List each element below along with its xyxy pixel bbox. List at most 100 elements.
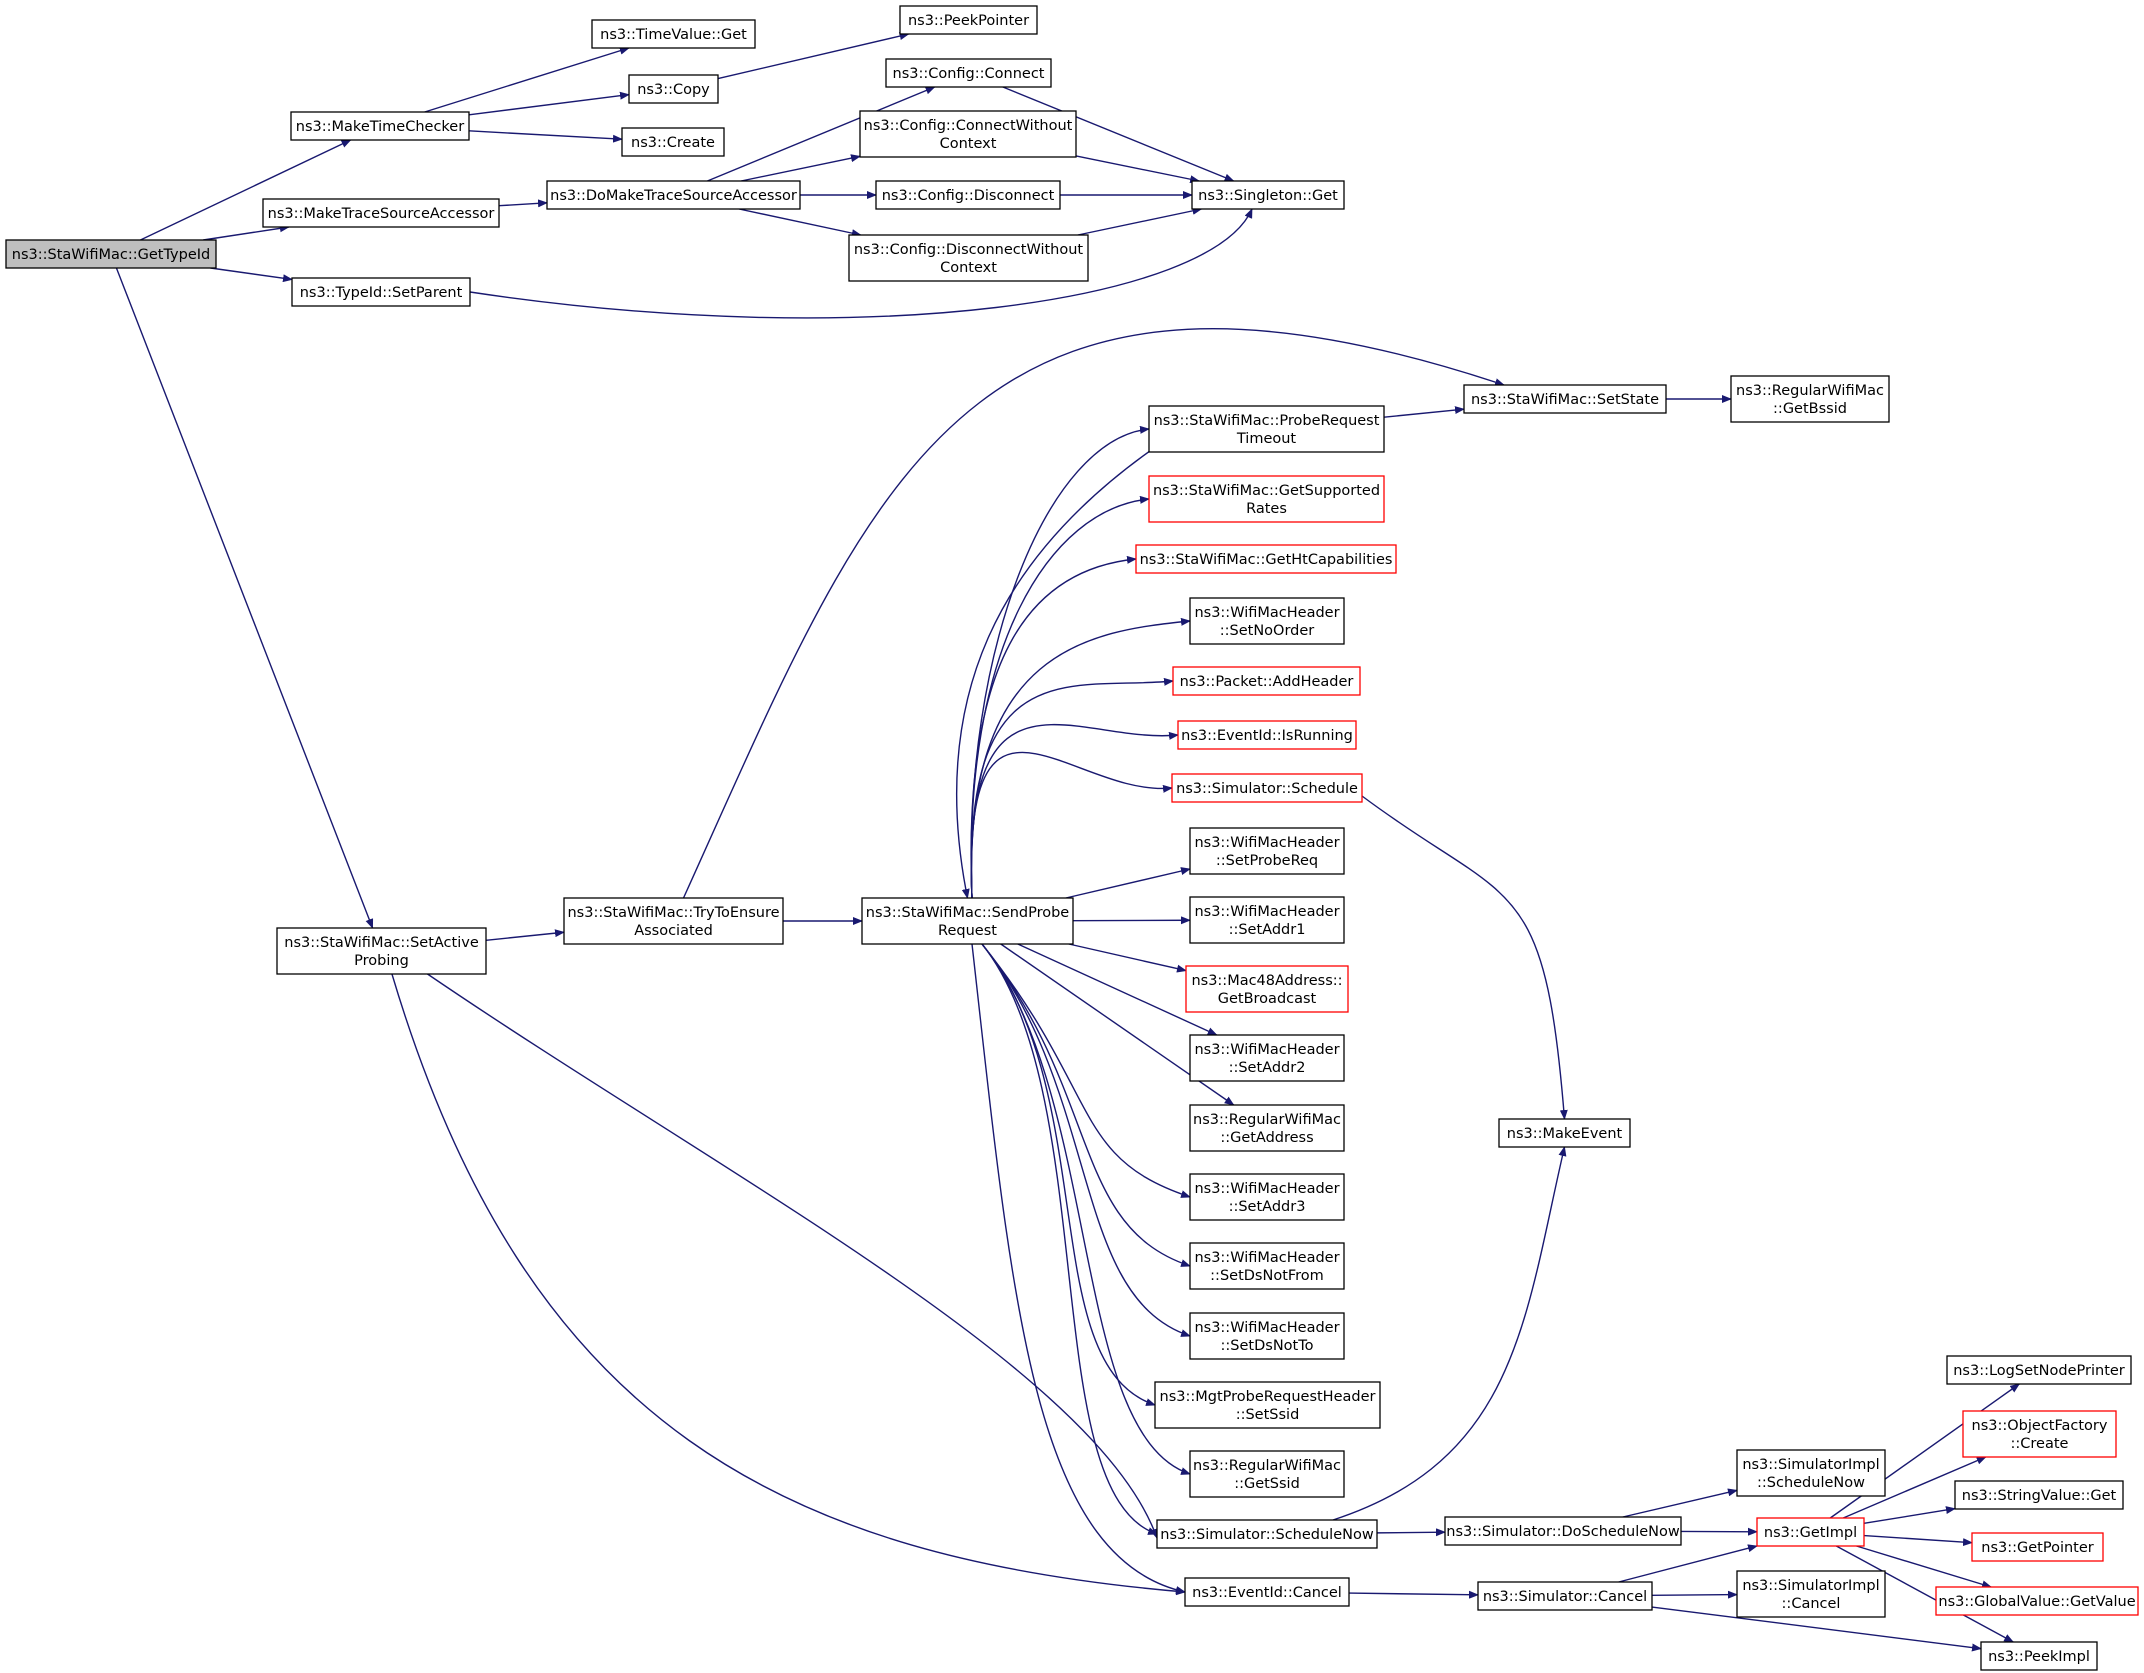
node-peekimpl[interactable]: ns3::PeekImpl bbox=[1980, 1641, 2098, 1671]
node-setdsnotfrom[interactable]: ns3::WifiMacHeader::SetDsNotFrom bbox=[1189, 1242, 1345, 1290]
node-getpointer[interactable]: ns3::GetPointer bbox=[1971, 1532, 2104, 1562]
node-box bbox=[1954, 1480, 2124, 1510]
node-label: ns3::StaWifiMac::SetState bbox=[1471, 392, 1659, 408]
node-peekpointer[interactable]: ns3::PeekPointer bbox=[899, 5, 1038, 35]
node-copy[interactable]: ns3::Copy bbox=[628, 74, 719, 104]
edge-gettypeid-to-maketracesourceaccessor bbox=[203, 224, 290, 241]
node-create[interactable]: ns3::Create bbox=[621, 127, 725, 157]
node-box bbox=[875, 180, 1061, 210]
node-setssid[interactable]: ns3::MgtProbeRequestHeader::SetSsid bbox=[1154, 1381, 1381, 1429]
node-doschedulenow[interactable]: ns3::Simulator::DoScheduleNow bbox=[1444, 1516, 1682, 1546]
node-label: GetBroadcast bbox=[1218, 991, 1317, 1007]
node-label: ns3::GetImpl bbox=[1764, 1525, 1857, 1541]
node-getbroadcast[interactable]: ns3::Mac48Address::GetBroadcast bbox=[1185, 965, 1349, 1013]
edge-simulator-cancel-to-getimpl bbox=[1618, 1544, 1758, 1583]
node-label: ns3::Config::DisconnectWithout bbox=[854, 242, 1084, 258]
edge-typeid-setparent-to-singleton-get bbox=[469, 208, 1253, 319]
edge-sendproberequest-to-schedulenow bbox=[981, 943, 1158, 1535]
node-addheader[interactable]: ns3::Packet::AddHeader bbox=[1172, 666, 1361, 696]
node-singleton-get[interactable]: ns3::Singleton::Get bbox=[1191, 180, 1345, 210]
node-label: ns3::MakeTraceSourceAccessor bbox=[268, 206, 495, 222]
node-gethtcapabilities[interactable]: ns3::StaWifiMac::GetHtCapabilities bbox=[1135, 544, 1397, 574]
node-label: ns3::MgtProbeRequestHeader bbox=[1160, 1389, 1376, 1405]
node-setdsnotto[interactable]: ns3::WifiMacHeader::SetDsNotTo bbox=[1189, 1312, 1345, 1360]
node-label: ns3::WifiMacHeader bbox=[1194, 1250, 1339, 1266]
node-eventid-cancel[interactable]: ns3::EventId::Cancel bbox=[1184, 1577, 1350, 1607]
node-setstate[interactable]: ns3::StaWifiMac::SetState bbox=[1463, 384, 1667, 414]
node-label: ns3::MakeTimeChecker bbox=[296, 119, 464, 135]
node-box bbox=[1736, 1570, 1886, 1618]
edge-proberequesttimeout-to-setstate bbox=[1383, 406, 1465, 418]
node-box bbox=[546, 180, 801, 210]
edge-getimpl-to-objectfactory-create bbox=[1842, 1456, 1987, 1519]
node-maketracesourceaccessor[interactable]: ns3::MakeTraceSourceAccessor bbox=[262, 198, 500, 228]
node-box bbox=[1189, 896, 1345, 944]
node-globalvalue-getvalue[interactable]: ns3::GlobalValue::GetValue bbox=[1935, 1586, 2139, 1616]
node-getssid[interactable]: ns3::RegularWifiMac::GetSsid bbox=[1189, 1450, 1345, 1498]
node-domaketracesourceaccessor[interactable]: ns3::DoMakeTraceSourceAccessor bbox=[546, 180, 801, 210]
node-box bbox=[628, 74, 719, 104]
node-box bbox=[1189, 827, 1345, 875]
node-label: ns3::RegularWifiMac bbox=[1736, 383, 1884, 399]
node-config-disconnect[interactable]: ns3::Config::Disconnect bbox=[875, 180, 1061, 210]
node-label: ns3::DoMakeTraceSourceAccessor bbox=[550, 188, 797, 204]
node-getimpl[interactable]: ns3::GetImpl bbox=[1756, 1517, 1865, 1547]
node-stringvalue-get[interactable]: ns3::StringValue::Get bbox=[1954, 1480, 2124, 1510]
node-label: ns3::SimulatorImpl bbox=[1742, 1457, 1879, 1473]
node-objectfactory-create[interactable]: ns3::ObjectFactory::Create bbox=[1962, 1410, 2117, 1458]
edge-setactiveprobing-to-trytoensureassociated bbox=[485, 929, 565, 941]
node-setprobereq[interactable]: ns3::WifiMacHeader::SetProbeReq bbox=[1189, 827, 1345, 875]
node-setaddr2[interactable]: ns3::WifiMacHeader::SetAddr2 bbox=[1189, 1034, 1345, 1082]
node-label: ns3::Mac48Address:: bbox=[1191, 973, 1342, 989]
node-label: ns3::Simulator::Cancel bbox=[1483, 1589, 1647, 1605]
node-setaddr3[interactable]: ns3::WifiMacHeader::SetAddr3 bbox=[1189, 1173, 1345, 1221]
node-label: ::GetSsid bbox=[1234, 1476, 1300, 1492]
node-logsetnodeprinter[interactable]: ns3::LogSetNodePrinter bbox=[1946, 1355, 2132, 1385]
node-schedulenow[interactable]: ns3::Simulator::ScheduleNow bbox=[1156, 1519, 1378, 1549]
node-box bbox=[1730, 375, 1890, 423]
node-getbssid[interactable]: ns3::RegularWifiMac::GetBssid bbox=[1730, 375, 1890, 423]
node-timevalue-get[interactable]: ns3::TimeValue::Get bbox=[591, 19, 756, 49]
node-maketimechecker[interactable]: ns3::MakeTimeChecker bbox=[290, 111, 470, 141]
node-box bbox=[1191, 180, 1345, 210]
node-box bbox=[1444, 1516, 1682, 1546]
edge-sendproberequest-to-isrunning bbox=[970, 723, 1179, 899]
node-box bbox=[262, 198, 500, 228]
node-setnoorder[interactable]: ns3::WifiMacHeader::SetNoOrder bbox=[1189, 597, 1345, 645]
node-config-connect[interactable]: ns3::Config::Connect bbox=[885, 58, 1052, 88]
node-box bbox=[1189, 597, 1345, 645]
node-label: ::GetBssid bbox=[1773, 401, 1847, 417]
node-makeevent[interactable]: ns3::MakeEvent bbox=[1498, 1118, 1631, 1148]
node-box bbox=[1980, 1641, 2098, 1671]
node-box bbox=[1156, 1519, 1378, 1549]
node-simulator-schedule[interactable]: ns3::Simulator::Schedule bbox=[1171, 773, 1363, 803]
node-label: ::SetDsNotTo bbox=[1221, 1338, 1314, 1354]
node-label: Request bbox=[938, 923, 997, 939]
edge-copy-to-peekpointer bbox=[717, 32, 910, 80]
edge-maketimechecker-to-create bbox=[468, 130, 623, 143]
node-impl-schedulenow[interactable]: ns3::SimulatorImpl::ScheduleNow bbox=[1736, 1449, 1886, 1497]
edge-config-connectwithoutcontext-to-singleton-get bbox=[1075, 155, 1201, 184]
node-impl-cancel[interactable]: ns3::SimulatorImpl::Cancel bbox=[1736, 1570, 1886, 1618]
node-setaddr1[interactable]: ns3::WifiMacHeader::SetAddr1 bbox=[1189, 896, 1345, 944]
node-simulator-cancel[interactable]: ns3::Simulator::Cancel bbox=[1477, 1581, 1653, 1611]
node-typeid-setparent[interactable]: ns3::TypeId::SetParent bbox=[291, 277, 471, 307]
node-label: ::Cancel bbox=[1782, 1596, 1841, 1612]
edge-sendproberequest-to-setaddr2 bbox=[1017, 943, 1218, 1036]
node-label: ns3::RegularWifiMac bbox=[1193, 1112, 1341, 1128]
edge-sendproberequest-to-simulator-schedule bbox=[970, 751, 1173, 899]
edge-sendproberequest-to-setdsnotfrom bbox=[981, 943, 1191, 1267]
node-label: ns3::PeekImpl bbox=[1988, 1649, 2090, 1665]
node-box bbox=[1189, 1242, 1345, 1290]
node-isrunning[interactable]: ns3::EventId::IsRunning bbox=[1177, 720, 1357, 750]
node-getaddress[interactable]: ns3::RegularWifiMac::GetAddress bbox=[1189, 1104, 1345, 1152]
edge-proberequesttimeout-to-sendproberequest bbox=[955, 445, 1158, 899]
node-box bbox=[1172, 666, 1361, 696]
